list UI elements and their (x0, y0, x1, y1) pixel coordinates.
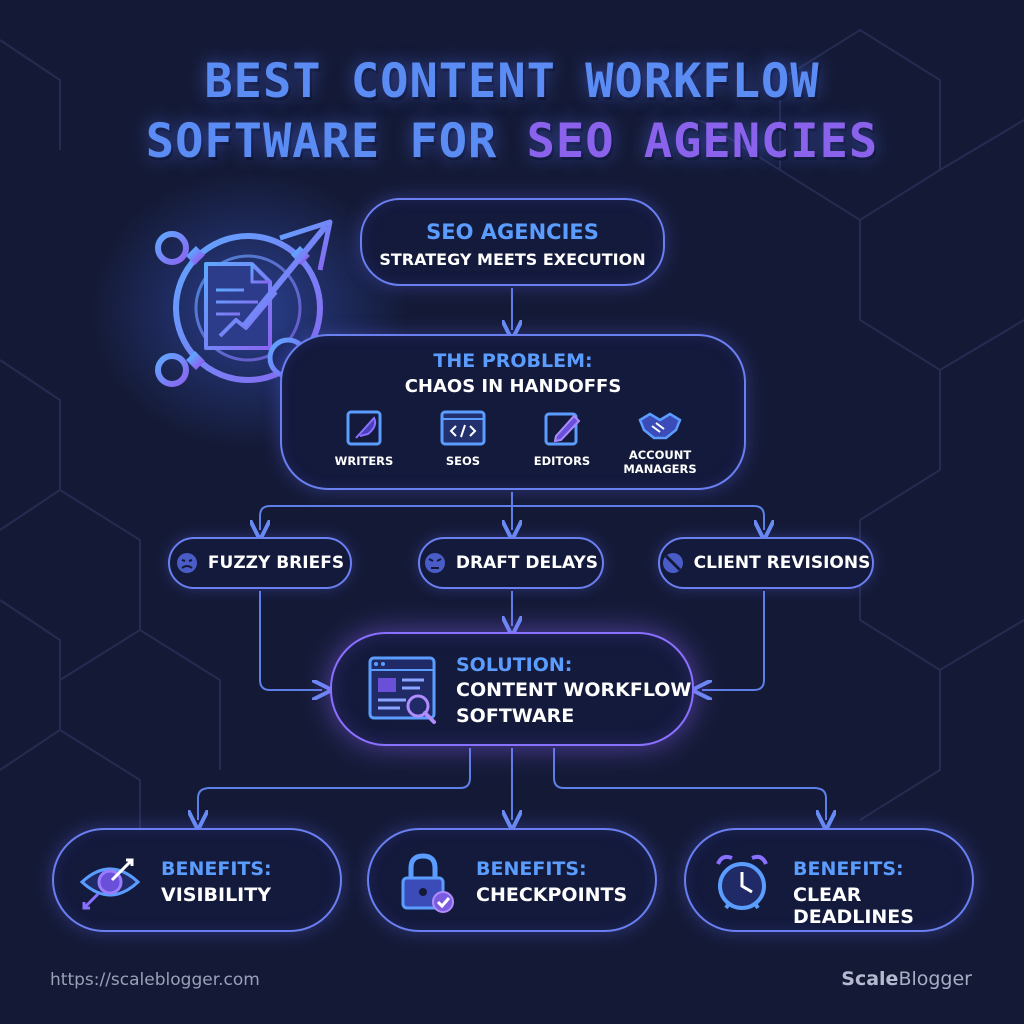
benefit-checkpoints-heading: BENEFITS: (476, 858, 587, 880)
benefit-clear-deadlines-text: BENEFITS: CLEAR DEADLINES (793, 858, 972, 928)
issue-fuzzy-briefs: FUZZY BRIEFS (168, 537, 352, 589)
angry-face-icon (424, 553, 445, 573)
problem-heading: THE PROBLEM: (433, 350, 593, 372)
page-title: BEST CONTENT WORKFLOW SOFTWARE FOR SEO A… (0, 52, 1024, 172)
seo-agencies-subheading: STRATEGY MEETS EXECUTION (379, 250, 646, 269)
issue-draft-delays: DRAFT DELAYS (418, 537, 604, 589)
seo-agencies-node: SEO AGENCIES STRATEGY MEETS EXECUTION (360, 198, 665, 286)
benefit-checkpoints: BENEFITS: CHECKPOINTS (367, 828, 657, 932)
benefit-clear-deadlines-icon-wrap (710, 850, 774, 918)
issue-draft-delays-label: DRAFT DELAYS (455, 553, 599, 573)
seo-agencies-heading: SEO AGENCIES (426, 220, 599, 244)
pencil-icon (544, 412, 581, 446)
benefit-checkpoints-label: CHECKPOINTS (476, 884, 628, 906)
benefit-clear-deadlines: BENEFITS: CLEAR DEADLINES (684, 828, 974, 932)
footer-brand-regular: Blogger (898, 968, 972, 990)
code-window-icon (440, 410, 486, 446)
title-line-2-part-1: SOFTWARE FOR (145, 114, 527, 169)
role-seos: SEOS (413, 408, 513, 468)
padlock-check-icon (401, 853, 454, 913)
problem-subheading: CHAOS IN HANDOFFS (404, 376, 622, 397)
title-line-2-part-2: SEO AGENCIES (526, 114, 879, 169)
role-editors-label: EDITORS (533, 454, 591, 468)
benefit-checkpoints-text: BENEFITS: CHECKPOINTS (476, 858, 627, 906)
solution-heading: SOLUTION: (456, 654, 573, 676)
solution-subheading-line-2: SOFTWARE (456, 705, 575, 727)
title-line-1: BEST CONTENT WORKFLOW (204, 54, 820, 109)
title-line-2: SOFTWARE FOR SEO AGENCIES (0, 112, 1024, 172)
footer-url[interactable]: https://scaleblogger.com (50, 970, 260, 990)
benefit-visibility-icon-wrap (78, 850, 142, 918)
workflow-window-search-icon (368, 656, 436, 724)
role-account-managers-label: ACCOUNT MANAGERS (623, 448, 697, 476)
benefit-visibility: BENEFITS: VISIBILITY (52, 828, 342, 932)
benefit-visibility-label: VISIBILITY (161, 884, 271, 906)
role-account-managers: ACCOUNT MANAGERS (610, 408, 710, 476)
benefit-checkpoints-icon-wrap (393, 850, 457, 918)
issue-client-revisions-label: CLIENT REVISIONS (693, 553, 871, 573)
eye-target-icon (79, 858, 141, 910)
alarm-clock-icon (716, 854, 768, 910)
frown-face-icon (176, 553, 197, 573)
benefit-clear-deadlines-label: CLEAR DEADLINES (793, 884, 914, 928)
no-entry-icon (662, 553, 683, 573)
benefit-clear-deadlines-heading: BENEFITS: (793, 858, 904, 880)
issue-client-revisions: CLIENT REVISIONS (658, 537, 874, 589)
issue-fuzzy-briefs-label: FUZZY BRIEFS (207, 553, 345, 573)
solution-subheading-line-1: CONTENT WORKFLOW (456, 679, 692, 701)
footer-brand-bold: Scale (841, 968, 899, 990)
solution-icon-wrap (366, 654, 442, 734)
problem-node: THE PROBLEM: CHAOS IN HANDOFFS WRITERS S… (280, 334, 746, 490)
role-seos-label: SEOS (445, 454, 481, 468)
benefit-visibility-heading: BENEFITS: (161, 858, 272, 880)
footer-brand-logo: ScaleBlogger (841, 968, 972, 990)
solution-text: SOLUTION: CONTENT WORKFLOW SOFTWARE (456, 654, 691, 728)
role-writers-label: WRITERS (334, 454, 394, 468)
role-editors: EDITORS (512, 408, 612, 468)
benefit-visibility-text: BENEFITS: VISIBILITY (161, 858, 272, 906)
role-writers: WRITERS (314, 408, 414, 468)
solution-node: SOLUTION: CONTENT WORKFLOW SOFTWARE (330, 632, 694, 746)
feather-icon (346, 410, 382, 446)
handshake-icon (638, 412, 682, 440)
